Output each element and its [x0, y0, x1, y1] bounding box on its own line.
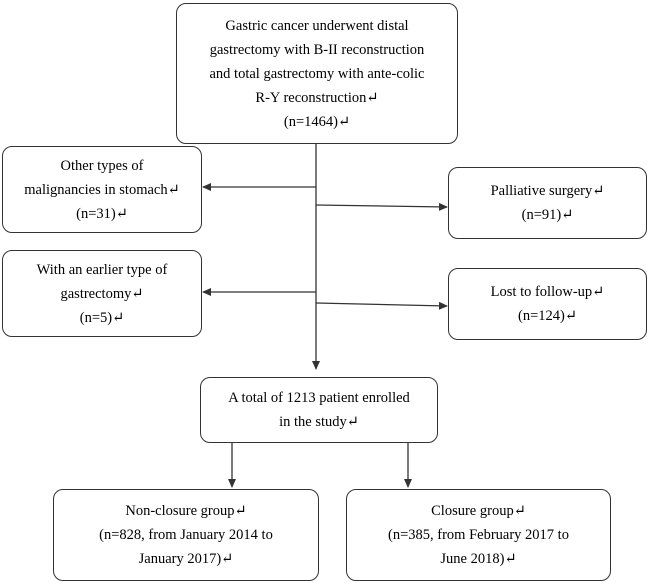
- box-enrolled: A total of 1213 patient enrolled in the …: [200, 377, 438, 443]
- arrow-to-palliative: [315, 202, 448, 211]
- arrow-to-lost-followup: [315, 301, 448, 310]
- box-initial-cohort: Gastric cancer underwent distal gastrect…: [176, 3, 458, 144]
- box-other-malignancies: Other types of malignancies in stomach↵ …: [2, 146, 202, 233]
- box-closure-group: Closure group↵ (n=385, from February 201…: [346, 489, 611, 581]
- box-palliative-surgery: Palliative surgery↵ (n=91)↵: [448, 167, 647, 239]
- box-non-closure-group: Non-closure group↵ (n=828, from January …: [53, 489, 319, 581]
- box-lost-to-follow-up: Lost to follow-up↵ (n=124)↵: [448, 268, 647, 340]
- box-earlier-gastrectomy: With an earlier type of gastrectomy↵ (n=…: [2, 250, 202, 337]
